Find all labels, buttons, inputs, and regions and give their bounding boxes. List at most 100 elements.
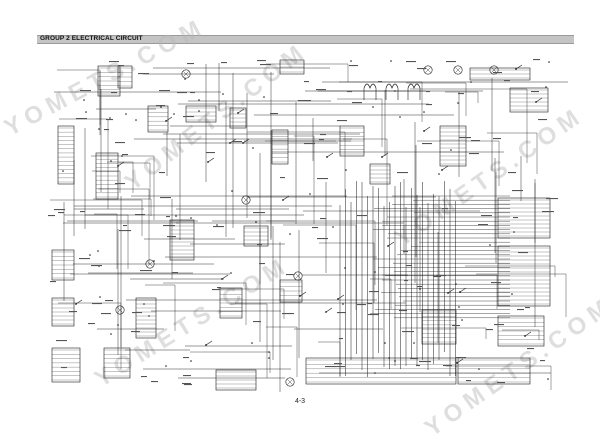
wire-label-mark [221,62,227,64]
wire-label-mark [115,142,125,144]
wire-label-mark [433,276,441,278]
routed-wire [283,224,357,310]
wire-junction [489,244,491,246]
wire-label-mark [135,214,145,216]
switch-contact [441,169,443,171]
switch-contact [337,298,339,300]
wire-junction [390,60,392,62]
switch-contact [423,130,425,132]
connector-block [421,309,457,345]
connector-block [497,197,551,239]
wire-label-mark [58,212,64,214]
wire-junction [125,113,127,115]
wire-junction [268,357,270,359]
wire-label-mark [123,225,127,227]
lamp-symbol [115,305,125,315]
switch-contact [299,295,301,297]
wire-label-mark [115,183,125,185]
wire-label-mark [436,275,446,277]
wire-junction [175,215,177,217]
wire-label-mark [206,152,215,154]
wire-label-mark [105,300,113,302]
switch-symbol [325,307,333,313]
wire-label-mark [151,381,158,383]
wire-label-mark [286,274,294,276]
wire-junction [98,128,100,130]
routed-wire [410,88,528,163]
routed-wire [266,326,298,377]
wire-label-mark [540,360,545,362]
wire-label-mark [481,215,492,217]
wire-label-mark [257,244,262,246]
wire-label-mark [80,211,85,213]
wire-label-mark [531,91,539,93]
wire-label-mark [270,113,278,115]
switch-symbol [447,288,455,294]
wire-junction [110,160,112,162]
wire-label-mark [159,172,165,174]
wire-label-mark [399,310,407,312]
routed-wire [58,302,122,369]
wire-junction [121,155,123,157]
switch-contact [447,292,449,294]
routed-wire [318,341,341,377]
switch-symbol [387,241,395,247]
coil-symbol [385,83,399,89]
wire-label-mark [538,119,547,121]
wire-label-mark [410,358,418,360]
wire-label-mark [368,314,379,316]
wire-label-mark [320,134,326,136]
wire-junction [374,372,376,374]
switch-contact [456,362,458,364]
wire-label-mark [325,366,335,368]
wire-junction [545,86,547,88]
connector-block [169,219,195,261]
connector-block [57,125,75,185]
wire-label-mark [259,263,265,265]
wire-junction [198,99,200,101]
switch-symbol [221,274,229,280]
routed-wire [294,135,315,224]
switch-symbol [242,138,250,144]
routed-wire [319,242,375,303]
wire-junction [143,303,145,305]
wire-junction [135,119,137,121]
wire-junction [184,78,186,80]
wire-label-mark [466,380,471,382]
wire-label-mark [257,60,266,62]
wire-junction [190,360,192,362]
wire-junction [374,271,376,273]
wire-label-mark [122,154,128,156]
wire-label-mark [104,129,109,131]
wire-label-mark [183,116,194,118]
wire-label-mark [253,212,265,214]
wire-label-mark [118,65,124,67]
routed-wire [190,351,271,373]
wire-label-mark [280,177,285,179]
wire-label-mark [416,365,420,367]
wire-label-mark [369,291,379,293]
wire-junction [62,170,64,172]
wire-label-mark [349,65,358,67]
switch-symbol [515,64,523,70]
routed-wire [370,278,392,309]
wire-junction [423,111,425,113]
wire-label-mark [513,217,518,219]
wire-label-mark [213,226,224,228]
wire-label-mark [177,92,187,94]
connector-block [135,297,157,339]
switch-contact [459,291,461,293]
wire-label-mark [471,140,480,142]
wire-label-mark [306,100,311,102]
switch-symbol [524,331,532,337]
wire-label-mark [182,383,191,385]
switch-symbol [117,161,125,167]
switch-contact [221,278,223,280]
wire-label-mark [91,265,102,267]
wire-junction [255,221,257,223]
switch-contact [75,303,77,305]
wire-junction [345,169,347,171]
lamp-symbol [145,259,155,269]
wire-junction [153,260,155,262]
wire-label-mark [406,265,412,267]
